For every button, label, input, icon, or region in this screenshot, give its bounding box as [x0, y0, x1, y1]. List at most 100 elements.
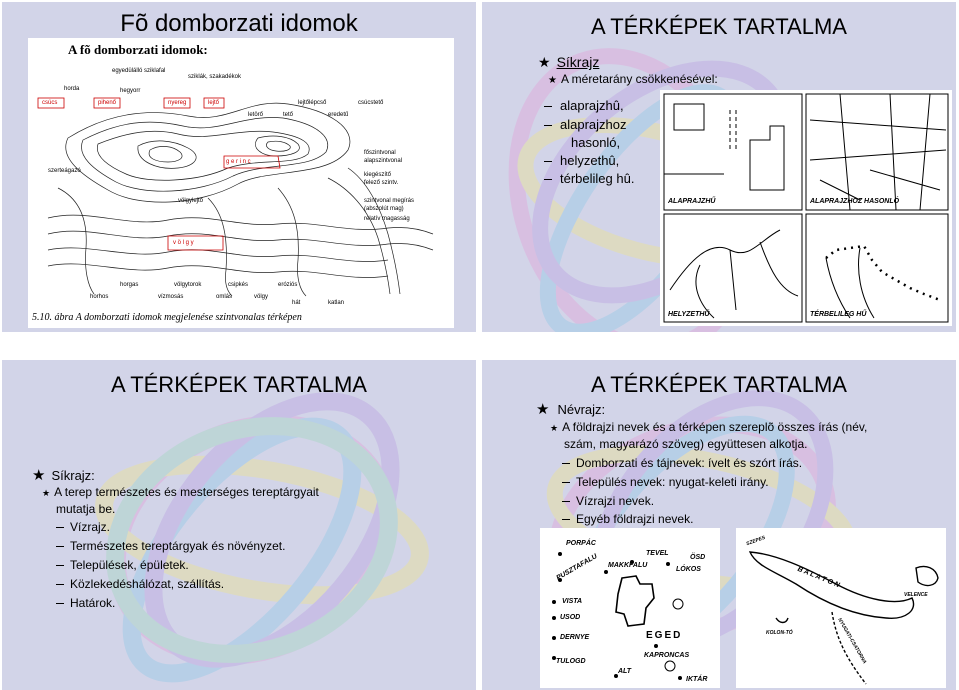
- slide-4-sub-line2: szám, magyarázó szöveg) együttesen alkot…: [564, 437, 808, 451]
- slide-2-item-3: helyzethû,: [544, 153, 619, 168]
- label-top-3: hegyorr: [120, 88, 141, 94]
- lake-drawing: [748, 551, 939, 685]
- small-star-bullet-icon: ★: [548, 75, 557, 86]
- label-bottom-3: völgy: [254, 294, 269, 300]
- label-right-0: főszintvonal: [364, 150, 396, 156]
- label-bottom-9: hát: [292, 300, 301, 306]
- slide-3-title: A TÉRKÉPEK TARTALMA: [111, 372, 367, 397]
- label-right-4: szintvonal megírás: [364, 198, 415, 204]
- star-bullet-icon: ★: [538, 54, 551, 70]
- label-right-2: kiegészítő: [364, 172, 392, 178]
- label-right-3: felező szintv.: [364, 180, 399, 186]
- place-name-0: PORPÁC: [566, 540, 596, 547]
- relief-figure: A fõ domborzati idomok:: [28, 38, 454, 328]
- map-caption-3: TÉRBELILEG HŰ: [810, 311, 867, 318]
- slide-3-heading: ★Síkrajz:: [32, 467, 95, 484]
- figure-heading: A fõ domborzati idomok:: [68, 42, 208, 57]
- place-name-13: IKTÁR: [686, 676, 708, 683]
- slide-4-title: A TÉRKÉPEK TARTALMA: [591, 372, 847, 397]
- slide-3-item-0: Vízrajz.: [56, 520, 110, 534]
- label-right-6: relatív magasság: [364, 216, 410, 222]
- label-bottom-0: horhos: [90, 294, 109, 300]
- slide-1-title: Fõ domborzati idomok: [120, 10, 358, 37]
- figure-caption: 5.10. ábra A domborzati idomok megjelené…: [32, 312, 302, 323]
- place-name-5: LÓKOS: [676, 566, 701, 573]
- label-top-12: csúcstető: [358, 100, 384, 106]
- label-top-9: letörő: [248, 112, 264, 118]
- map-scale-drawings: [663, 93, 949, 323]
- slide-2-item-2: hasonló,: [571, 135, 621, 150]
- slide-4-item-1: Település nevek: nyugat-keleti irány.: [562, 475, 769, 489]
- label-top-8: lejtőlépcső: [298, 100, 327, 106]
- lake-name-1: KOLON-TÓ: [766, 630, 793, 636]
- small-star-bullet-icon: ★: [42, 488, 51, 498]
- place-name-8: DERNYE: [560, 634, 590, 641]
- map-scale-figure: ALAPRAJZHŰ ALAPRAJZHOZ HASONLÓ HELYZETHŰ…: [660, 90, 952, 326]
- label-top-6: csúcs: [42, 100, 58, 106]
- map-caption-2: HELYZETHŰ: [668, 311, 710, 318]
- label-valley: v ö l g y: [173, 240, 194, 246]
- place-name-3: TEVEL: [646, 550, 669, 557]
- slide-3-item-2: Települések, épületek.: [56, 558, 189, 572]
- label-top-0: egyedülálló sziklafal: [112, 68, 166, 74]
- label-right-5: (abszolút mag): [364, 206, 404, 212]
- slide-2-item-4: térbelileg hû.: [544, 171, 634, 186]
- label-bottom-2: omlás: [216, 294, 233, 300]
- label-top-14: völgylejtő: [178, 198, 204, 204]
- small-star-bullet-icon: ★: [550, 423, 559, 433]
- place-name-2: MAKKFALU: [608, 562, 648, 569]
- label-bottom-4: völgytorok: [174, 282, 202, 288]
- place-name-9: EGED: [646, 630, 683, 641]
- star-bullet-icon: ★: [32, 467, 46, 484]
- slide-4-heading: ★Névrajz:: [536, 401, 606, 418]
- slide-1[interactable]: Fõ domborzati idomok A fõ domborzati ido…: [2, 2, 476, 332]
- label-top-7: pihenő: [98, 100, 117, 106]
- star-bullet-icon: ★: [536, 401, 550, 418]
- slide-3-sub-line1: ★A terep természetes és mesterséges tere…: [42, 485, 319, 499]
- place-name-12: KAPRONCAS: [644, 652, 690, 659]
- slide-3-sub-line2: mutatja be.: [56, 502, 116, 516]
- contour-map: [37, 97, 434, 297]
- label-top-10: tető: [283, 112, 294, 118]
- place-name-7: USOD: [560, 614, 581, 621]
- label-bottom-6: csipkés: [228, 282, 249, 288]
- lake-name-3: VELENCE: [904, 592, 928, 598]
- place-names-drawing: [552, 552, 684, 680]
- slide-2-heading: ★Síkrajz: [538, 54, 600, 70]
- label-top-5: lejtő: [208, 100, 220, 106]
- slide-2[interactable]: A TÉRKÉPEK TARTALMA ★Síkrajz ★A méretará…: [482, 2, 956, 332]
- label-bottom-1: vízmosás: [158, 294, 184, 300]
- slide-3-item-1: Természetes tereptárgyak és növényzet.: [56, 539, 285, 553]
- label-top-2: horda: [64, 86, 80, 92]
- label-right-1: alapszintvonal: [364, 158, 403, 164]
- slide-4-item-3: Egyéb földrajzi nevek.: [562, 512, 693, 526]
- slide-3-item-3: Közlekedéshálózat, szállítás.: [56, 577, 224, 591]
- slide-2-item-0: alaprajzhû,: [544, 98, 624, 113]
- label-ridge: g e r i n c: [226, 159, 251, 165]
- slide-2-item-1: alaprajzhoz: [544, 117, 627, 132]
- label-top-13: szerteágazó: [48, 168, 81, 174]
- slide-3[interactable]: A TÉRKÉPEK TARTALMA ★Síkrajz: ★A terep t…: [2, 360, 476, 690]
- label-bottom-5: horgas: [120, 282, 139, 288]
- place-names-map: PORPÁC PUSZTAFALU MAKKFALU TEVEL ÖSD LÓK…: [540, 528, 720, 688]
- slide-2-title: A TÉRKÉPEK TARTALMA: [591, 14, 847, 39]
- globe-decoration: [95, 392, 429, 683]
- map-caption-1: ALAPRAJZHOZ HASONLÓ: [810, 198, 900, 205]
- slide-4-item-2: Vízrajzi nevek.: [562, 494, 654, 508]
- label-top-4: nyereg: [168, 100, 187, 106]
- place-name-6: VISTA: [562, 598, 583, 605]
- label-bottom-8: katlan: [328, 300, 345, 306]
- label-top-11: eredetű: [328, 112, 349, 118]
- lake-names-map: B A L A T O N KOLON-TÓ NYUGATI-CSATORNA …: [736, 528, 946, 688]
- label-bottom-7: eróziós: [278, 282, 298, 288]
- place-name-10: TULOGD: [556, 658, 586, 665]
- slide-3-item-4: Határok.: [56, 596, 115, 610]
- place-name-11: ALT: [618, 668, 632, 675]
- map-caption-0: ALAPRAJZHŰ: [668, 198, 716, 205]
- label-top-1: sziklák, szakadékok: [188, 74, 242, 80]
- slide-4-item-0: Domborzati és tájnevek: ívelt és szórt í…: [562, 456, 802, 470]
- place-name-4: ÖSD: [690, 554, 706, 561]
- slide-4-sub-line1: ★A földrajzi nevek és a térképen szerepl…: [550, 420, 868, 434]
- slide-2-subheading: ★A méretarány csökkenésével:: [548, 72, 718, 86]
- slide-4[interactable]: A TÉRKÉPEK TARTALMA ★Névrajz: ★A földraj…: [482, 360, 956, 690]
